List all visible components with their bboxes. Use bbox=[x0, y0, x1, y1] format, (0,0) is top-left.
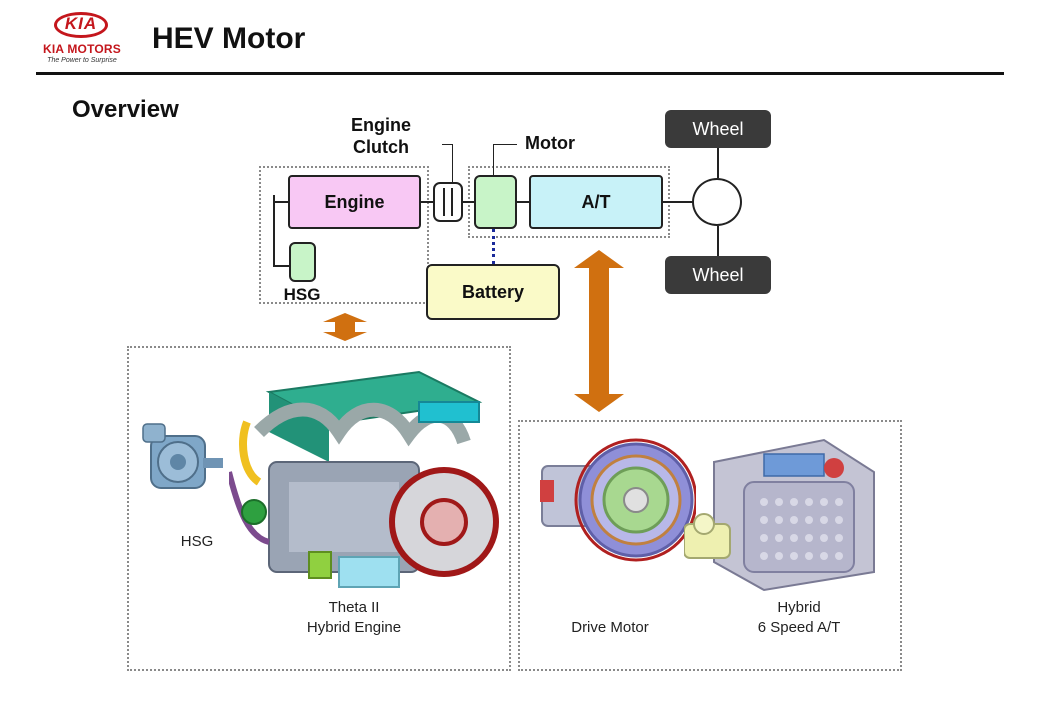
page-title: HEV Motor bbox=[152, 22, 306, 55]
section-title: Overview bbox=[72, 96, 179, 123]
engine-panel: HSG Theta II Hybrid Engine bbox=[127, 346, 511, 671]
transmission-caption-line2: 6 Speed A/T bbox=[757, 619, 841, 636]
kia-logo: KIA KIA MOTORS The Power to Surprise bbox=[36, 12, 128, 70]
motor-battery-link bbox=[492, 229, 495, 264]
hsg-bracket-line bbox=[273, 195, 275, 267]
hsg-caption: HSG bbox=[180, 533, 214, 550]
wheel-circle bbox=[692, 178, 742, 226]
drive-motor-caption: Drive Motor bbox=[571, 619, 649, 636]
hsg-illustration bbox=[142, 423, 223, 489]
engine-box: Engine bbox=[288, 175, 421, 229]
engine-group-outline bbox=[259, 166, 429, 304]
transmission-caption: Hybrid 6 Speed A/T bbox=[734, 598, 864, 638]
at-box: A/T bbox=[529, 175, 663, 229]
axle-line-top bbox=[717, 146, 719, 178]
logo-brand-sub: KIA MOTORS bbox=[42, 42, 121, 56]
motor-label: Motor bbox=[525, 133, 575, 153]
clutch-plate-left bbox=[443, 188, 445, 216]
engine-clutch-leader bbox=[442, 144, 453, 182]
hsg-bracket-bottom bbox=[273, 265, 289, 267]
engine-clutch-label-line2: Clutch bbox=[353, 137, 409, 157]
hsg-label: HSG bbox=[283, 285, 321, 304]
drive-panel: Drive Motor Hybrid 6 Speed A/T bbox=[518, 420, 902, 671]
hsg-box bbox=[289, 242, 316, 282]
clutch-plate-right bbox=[451, 188, 453, 216]
drive-motor-illustration bbox=[540, 438, 696, 562]
engine-caption-line2: Hybrid Engine bbox=[306, 619, 402, 636]
engine-illustration bbox=[229, 370, 499, 588]
logo-tagline: The Power to Surprise bbox=[47, 57, 117, 64]
wheel-label-top: Wheel bbox=[665, 110, 771, 148]
engine-caption-line1: Theta II bbox=[328, 599, 380, 616]
transmission-illustration bbox=[684, 438, 875, 592]
motor-box bbox=[474, 175, 517, 229]
header-divider bbox=[36, 72, 1004, 75]
wheel-label-bottom: Wheel bbox=[665, 256, 771, 294]
axle-line-bottom bbox=[717, 226, 719, 260]
motor-double-arrow bbox=[574, 250, 624, 412]
motor-leader bbox=[493, 144, 517, 182]
engine-caption: Theta II Hybrid Engine bbox=[279, 598, 429, 638]
logo-brand: KIA bbox=[64, 14, 98, 33]
engine-double-arrow bbox=[323, 313, 367, 341]
transmission-caption-line1: Hybrid bbox=[777, 599, 821, 616]
shaft-line-to-wheel bbox=[662, 201, 694, 203]
battery-box: Battery bbox=[426, 264, 560, 320]
logo-oval bbox=[54, 12, 108, 38]
engine-clutch-label-line1: Engine bbox=[350, 115, 411, 135]
hsg-bracket-top bbox=[273, 201, 289, 203]
engine-clutch-box bbox=[433, 182, 463, 222]
engine-clutch-label: Engine Clutch bbox=[340, 114, 422, 158]
